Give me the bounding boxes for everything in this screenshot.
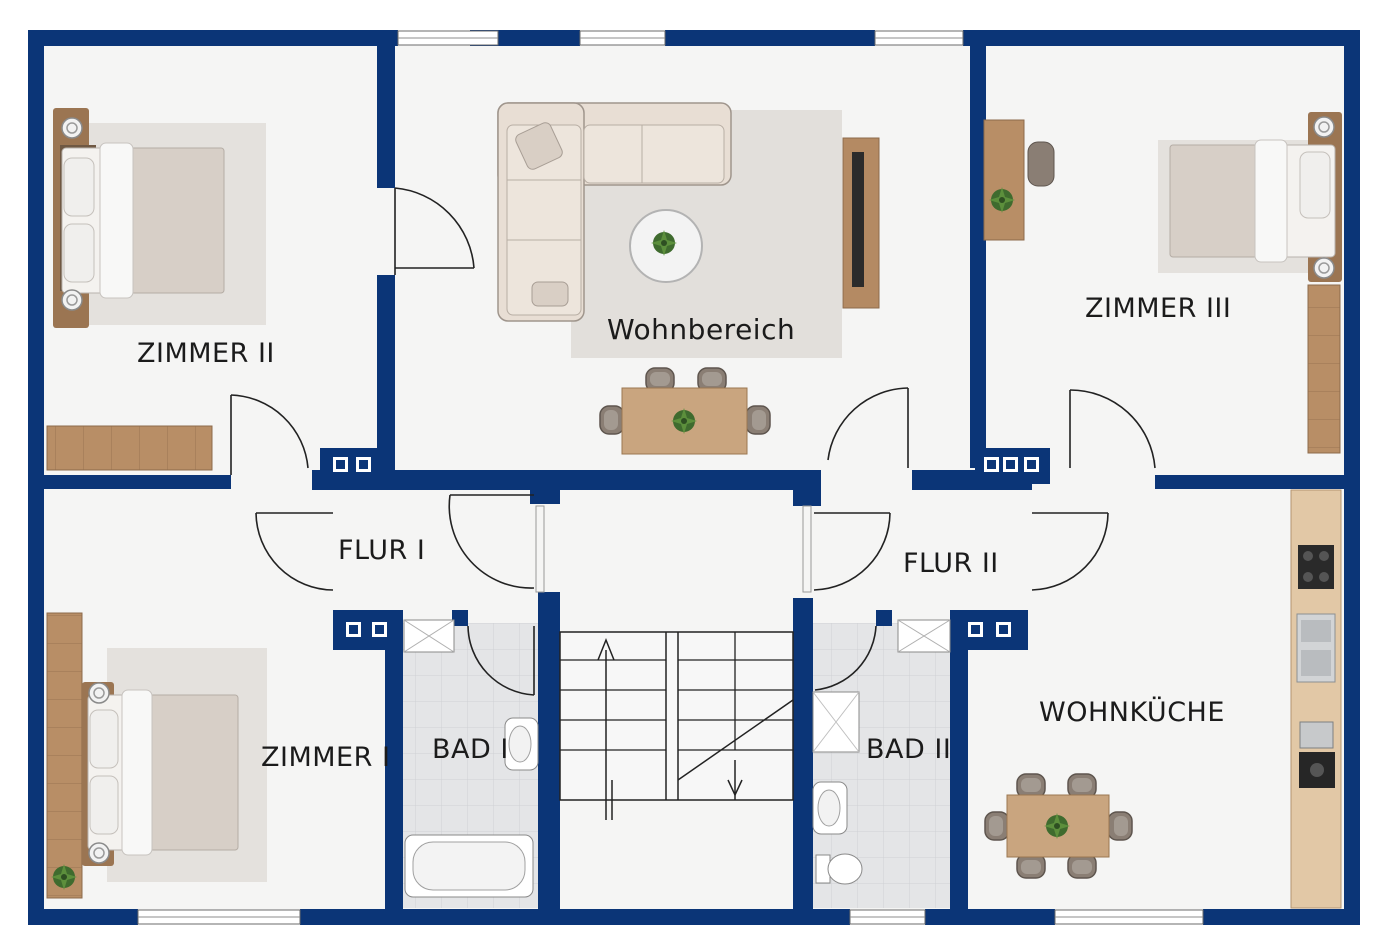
bed-zimmer-ii (53, 108, 225, 328)
sofa (497, 102, 732, 322)
staircase (559, 631, 794, 820)
bed-zimmer-iii (1169, 112, 1342, 282)
room-label-zimmer-iii: ZIMMER III (1085, 293, 1232, 324)
room-label-bad-ii: BAD II (866, 734, 952, 765)
doors (230, 187, 1156, 696)
room-label-zimmer-ii: ZIMMER II (137, 338, 275, 369)
room-label-flur-ii: FLUR II (903, 548, 999, 579)
room-label-wohnbereich: Wohnbereich (607, 313, 796, 346)
tv-unit (842, 137, 880, 309)
wardrobe-zimmer-iii (1307, 284, 1341, 454)
dresser-zimmer-ii (46, 425, 213, 471)
room-label-zimmer-i: ZIMMER I (261, 742, 391, 773)
room-label-flur-i: FLUR I (338, 535, 426, 566)
room-label-wohnkueche: WOHNKÜCHE (1039, 697, 1225, 728)
bad-i-fixtures (403, 619, 539, 898)
dining-table-wohnkueche (984, 773, 1133, 879)
dining-table-wohnbereich (599, 367, 771, 455)
desk-zimmer-iii (983, 119, 1055, 241)
bed-zimmer-i (82, 682, 239, 866)
wardrobe-zimmer-i (46, 612, 83, 899)
bad-ii-fixtures (812, 619, 951, 885)
room-label-bad-i: BAD I (432, 734, 509, 765)
coffee-table (629, 209, 703, 283)
walls (28, 30, 1360, 925)
kitchen-counter (1290, 489, 1342, 909)
windows (137, 30, 1204, 925)
